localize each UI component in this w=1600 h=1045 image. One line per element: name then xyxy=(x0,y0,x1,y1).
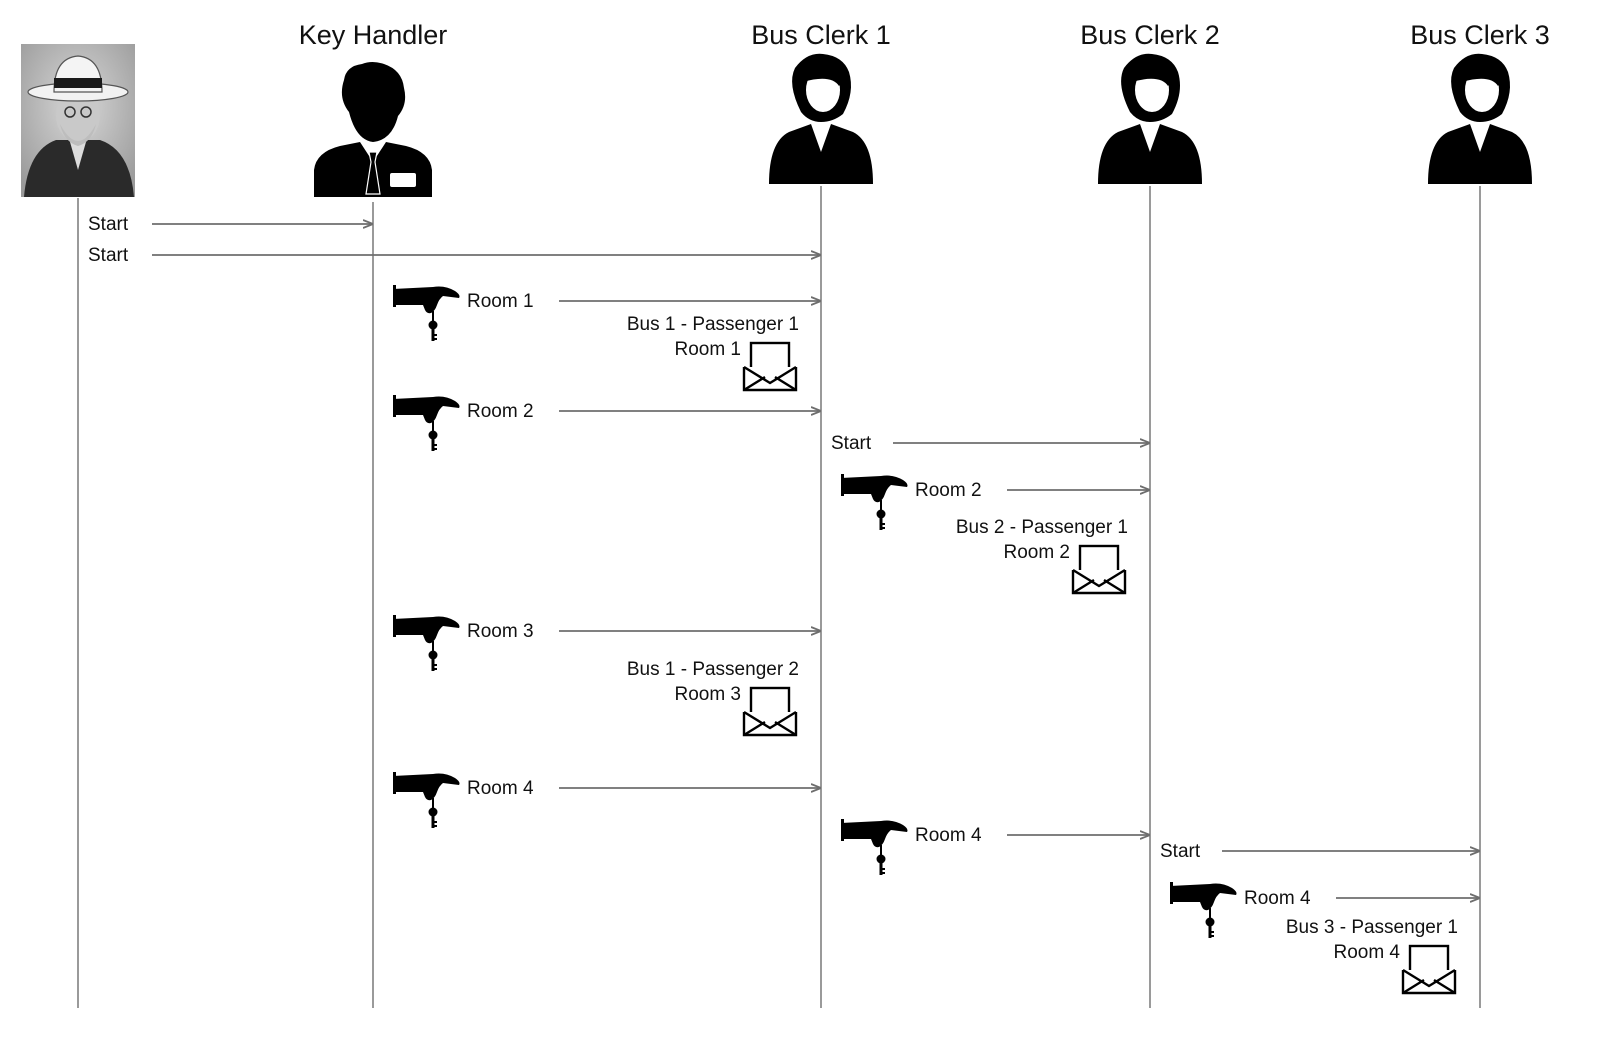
note: Bus 3 - Passenger 1 Room 4 xyxy=(1286,917,1458,995)
message-label: Start xyxy=(88,245,129,266)
message: Start xyxy=(1160,841,1479,862)
note-line-2: Room 4 xyxy=(1333,942,1400,963)
message-label: Start xyxy=(831,433,872,454)
message: Room 4 xyxy=(392,771,820,829)
hand-with-key-icon xyxy=(392,394,461,452)
envelope-icon xyxy=(742,686,798,737)
hand-with-key-icon xyxy=(840,473,909,531)
actor-name: Bus Clerk 3 xyxy=(1410,20,1550,50)
note: Bus 1 - Passenger 1 Room 1 xyxy=(627,314,799,392)
envelope-icon xyxy=(1071,544,1127,595)
note-line-1: Bus 1 - Passenger 1 xyxy=(627,314,799,335)
message-label: Room 3 xyxy=(467,621,534,642)
hand-with-key-icon xyxy=(392,284,461,342)
hand-with-key-icon xyxy=(392,614,461,672)
envelope-icon xyxy=(1401,944,1457,995)
message-label: Start xyxy=(88,214,129,235)
woman-clerk-icon xyxy=(769,53,873,185)
message: Room 4 xyxy=(1169,881,1479,939)
message: Start xyxy=(831,433,1149,454)
message: Room 2 xyxy=(840,473,1149,531)
actor-bus-clerk-3: Bus Clerk 3 xyxy=(1410,20,1550,185)
message: Room 3 xyxy=(392,614,820,672)
woman-clerk-icon xyxy=(1428,53,1532,185)
message-label: Room 2 xyxy=(467,401,534,422)
message: Room 2 xyxy=(392,394,820,452)
woman-clerk-icon xyxy=(1098,53,1202,185)
message: Start xyxy=(88,214,372,235)
message-label: Room 2 xyxy=(915,480,982,501)
actor-bus-clerk-2: Bus Clerk 2 xyxy=(1080,20,1220,185)
hand-with-key-icon xyxy=(840,818,909,876)
actor-bus-clerk-1: Bus Clerk 1 xyxy=(751,20,891,185)
hand-with-key-icon xyxy=(392,771,461,829)
actor-name: Bus Clerk 2 xyxy=(1080,20,1220,50)
actor-hilbert xyxy=(21,44,135,197)
actor-key-handler: Key Handler xyxy=(299,20,448,197)
actor-name: Key Handler xyxy=(299,20,448,50)
note: Bus 1 - Passenger 2 Room 3 xyxy=(627,659,799,737)
message: Start xyxy=(88,245,820,266)
note-line-1: Bus 3 - Passenger 1 xyxy=(1286,917,1458,938)
envelope-icon xyxy=(742,341,798,392)
hand-with-key-icon xyxy=(1169,881,1238,939)
actor-name: Bus Clerk 1 xyxy=(751,20,891,50)
person-with-badge-icon xyxy=(314,62,432,197)
message-label: Room 1 xyxy=(467,291,534,312)
message: Room 1 xyxy=(392,284,820,342)
message-label: Start xyxy=(1160,841,1201,862)
note-line-1: Bus 2 - Passenger 1 xyxy=(956,517,1128,538)
message-label: Room 4 xyxy=(467,778,534,799)
note: Bus 2 - Passenger 1 Room 2 xyxy=(956,517,1128,595)
message-label: Room 4 xyxy=(915,825,982,846)
message-label: Room 4 xyxy=(1244,888,1311,909)
message: Room 4 xyxy=(840,818,1149,876)
note-line-2: Room 2 xyxy=(1003,542,1070,563)
man-in-hat-portrait xyxy=(21,44,135,197)
note-line-1: Bus 1 - Passenger 2 xyxy=(627,659,799,680)
note-line-2: Room 3 xyxy=(674,684,741,705)
note-line-2: Room 1 xyxy=(674,339,741,360)
